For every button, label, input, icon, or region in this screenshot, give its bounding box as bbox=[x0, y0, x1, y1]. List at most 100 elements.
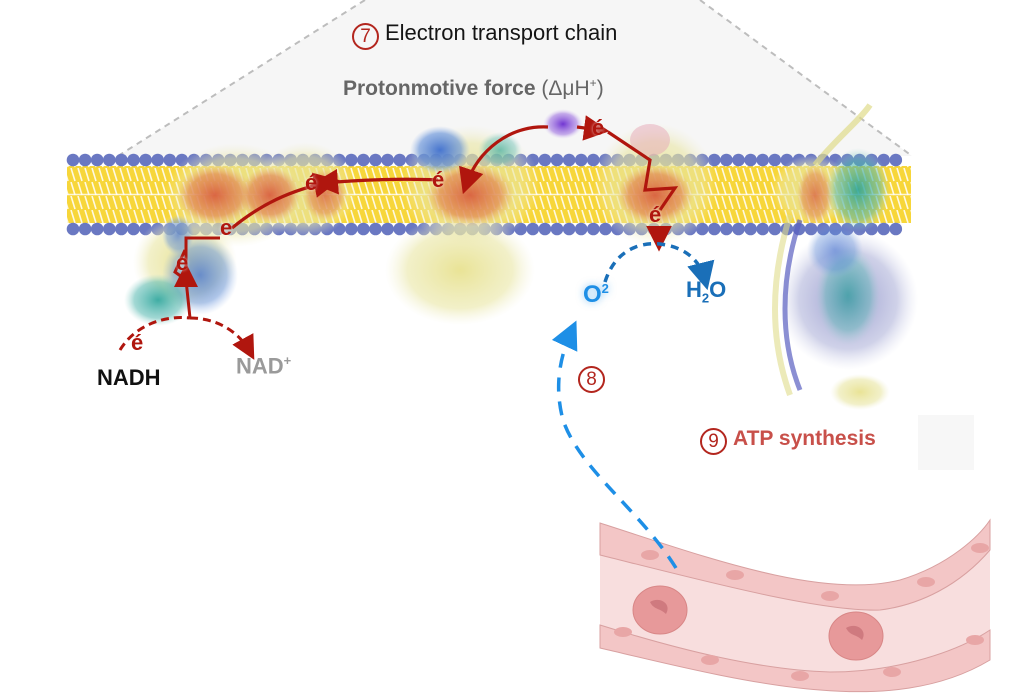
lipid-head bbox=[708, 222, 721, 236]
red-blood-cell bbox=[632, 585, 688, 635]
lipid-head bbox=[768, 222, 782, 236]
lipid-head bbox=[889, 222, 903, 236]
oxygen-path bbox=[551, 241, 715, 569]
nad-base: NAD bbox=[236, 353, 284, 379]
lipid-head bbox=[574, 222, 588, 236]
h2o-o: O bbox=[709, 277, 727, 302]
lipid-head bbox=[574, 153, 588, 167]
lipid-head bbox=[345, 153, 358, 167]
lipid-head bbox=[115, 222, 128, 236]
lipid-head bbox=[526, 222, 540, 236]
endothelial-nuclei bbox=[614, 543, 989, 681]
cell-nucleus bbox=[883, 667, 901, 677]
lipid-head bbox=[369, 222, 382, 236]
electron-label: e bbox=[220, 215, 233, 240]
lipid-head bbox=[78, 222, 92, 236]
cytochrome-c bbox=[543, 109, 583, 139]
lipid-head bbox=[550, 222, 564, 236]
cell-nucleus bbox=[726, 570, 744, 580]
subtitle-close: ) bbox=[596, 77, 604, 100]
cell-nucleus bbox=[821, 591, 839, 601]
cell-nucleus bbox=[966, 635, 984, 645]
lipid-head bbox=[127, 222, 140, 236]
nad-plus-label: NAD+ bbox=[236, 353, 291, 379]
cell-nucleus bbox=[971, 543, 989, 553]
lipid-head bbox=[732, 153, 745, 167]
lipid-head bbox=[103, 153, 116, 167]
lipid-head bbox=[357, 222, 370, 236]
electron-label: e bbox=[176, 250, 189, 275]
lipid-head bbox=[562, 153, 576, 167]
h2o-h: H bbox=[686, 277, 702, 302]
electron-label: é bbox=[649, 202, 662, 227]
h2o-sub: 2 bbox=[701, 290, 710, 306]
step-8-label: 8 bbox=[578, 366, 611, 393]
lipid-head bbox=[587, 153, 600, 167]
lipid-head bbox=[768, 153, 782, 167]
lipid-head bbox=[90, 153, 104, 167]
background-patch bbox=[918, 415, 974, 470]
lipid-head bbox=[345, 222, 358, 236]
nad-sup: + bbox=[283, 353, 292, 368]
red-blood-cell bbox=[828, 611, 884, 661]
cell-nucleus bbox=[917, 577, 935, 587]
electron-label: é bbox=[432, 167, 445, 192]
cell-nucleus bbox=[614, 627, 632, 637]
lipid-head bbox=[538, 222, 552, 236]
atp-synthesis-text: ATP synthesis bbox=[733, 427, 876, 450]
lipid-head bbox=[127, 153, 140, 167]
lipid-head bbox=[115, 153, 128, 167]
lipid-head bbox=[732, 222, 745, 236]
atp-synthase bbox=[772, 103, 918, 410]
oxygen-label: O2 bbox=[583, 281, 609, 309]
complex-iv bbox=[593, 123, 717, 247]
subtitle-bold: Protonmotive force bbox=[343, 77, 536, 100]
lipid-head bbox=[756, 153, 769, 167]
lipid-head bbox=[151, 153, 164, 167]
lipid-head bbox=[163, 153, 177, 167]
lipid-head bbox=[66, 222, 80, 236]
lipid-head bbox=[889, 153, 903, 167]
lipid-head bbox=[744, 153, 757, 167]
lipid-head bbox=[381, 153, 394, 167]
lipid-head bbox=[877, 222, 890, 236]
lipid-head bbox=[756, 222, 769, 236]
lipid-head bbox=[720, 153, 733, 167]
lipid-head bbox=[720, 222, 733, 236]
lipid-head bbox=[139, 153, 152, 167]
subtitle-protonmotive-force: Protonmotive force (ΔμH+) bbox=[343, 76, 604, 101]
lipid-head bbox=[103, 222, 116, 236]
lipid-head bbox=[393, 153, 407, 167]
subtitle-sup: + bbox=[589, 76, 597, 90]
zoom-trapezoid bbox=[117, 0, 913, 157]
lipid-head bbox=[744, 222, 757, 236]
electron-label: é bbox=[131, 330, 144, 355]
step-7-badge: 7 bbox=[352, 23, 379, 50]
lipid-head bbox=[78, 153, 92, 167]
electron-path bbox=[118, 115, 679, 360]
o2-sup: 2 bbox=[601, 281, 609, 296]
lipid-head bbox=[357, 153, 370, 167]
step-8-badge: 8 bbox=[578, 366, 605, 393]
lipid-head bbox=[562, 222, 576, 236]
cell-nucleus bbox=[701, 655, 719, 665]
blood-vessel bbox=[599, 518, 991, 693]
lipid-head bbox=[90, 222, 104, 236]
lipid-head bbox=[587, 222, 600, 236]
subtitle-symbol: (ΔμH bbox=[541, 77, 590, 100]
lipid-head bbox=[66, 153, 80, 167]
nadh-label: NADH bbox=[97, 365, 161, 390]
lipid-head bbox=[550, 153, 564, 167]
water-label: H2O bbox=[686, 277, 726, 305]
cell-nucleus bbox=[791, 671, 809, 681]
lipid-head bbox=[538, 153, 552, 167]
lipid-head bbox=[369, 153, 382, 167]
lipid-head bbox=[381, 222, 394, 236]
electron-label: é bbox=[592, 115, 605, 140]
o2-base: O bbox=[583, 281, 602, 308]
cell-nucleus bbox=[641, 550, 659, 560]
lipid-head bbox=[393, 222, 407, 236]
